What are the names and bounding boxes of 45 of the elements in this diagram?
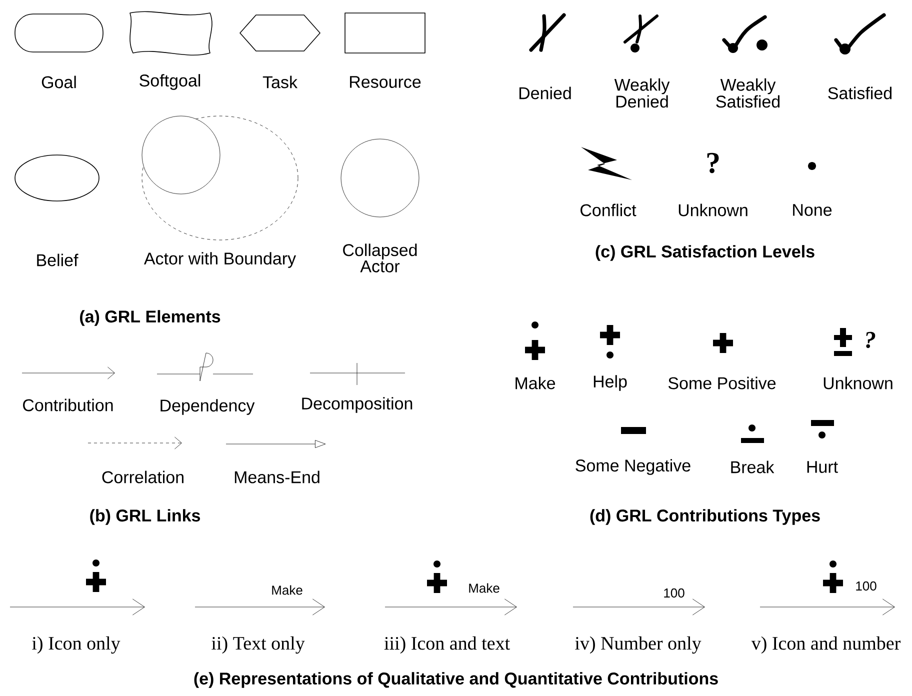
arrow-label: 100: [856, 581, 876, 591]
node-label: Softgoal: [140, 74, 200, 90]
example-caption: i) Icon only: [32, 636, 120, 654]
panel-caption: (e) Representations of Qualitative and Quantitative Contributions: [194, 672, 718, 688]
panel-caption: (c) GRL Satisfaction Levels: [596, 245, 814, 261]
level-label: Unknown: [678, 204, 748, 216]
contribution-label: Unknown: [824, 376, 892, 390]
level-label: Satisfied: [828, 86, 892, 100]
example-caption: v) Icon and number: [751, 636, 901, 654]
link-label: Means-End: [234, 470, 320, 484]
question-mark: ?: [866, 332, 876, 348]
node-label: Actor with Boundary: [144, 252, 296, 268]
arrow-label: Make: [469, 583, 500, 593]
example-caption: iii) Icon and text: [384, 636, 510, 654]
actor-with-boundary-drawing: Actor with Boundary: [142, 116, 298, 268]
panel-caption: (a) GRL Elements: [80, 310, 220, 326]
arrow-label: 100: [664, 588, 684, 598]
level-label: Weakly Denied: [614, 78, 670, 108]
contribution-label: Break: [731, 460, 774, 474]
level-label: Denied: [519, 86, 571, 100]
contribution-label: Some Negative: [576, 459, 690, 475]
example-caption: iv) Number only: [575, 636, 702, 654]
arrow-label: Make: [272, 585, 302, 595]
node-label: Task: [262, 76, 298, 88]
node-label: Resource: [350, 76, 421, 88]
panel-caption: (d) GRL Contributions Types: [590, 509, 820, 525]
node-label: Belief: [37, 254, 78, 266]
contribution-label: Help: [594, 375, 627, 391]
node-label: Goal: [42, 76, 76, 88]
link-label: Decomposition: [302, 397, 412, 413]
contribution-label: Some Positive: [668, 376, 776, 390]
level-label: Conflict: [580, 204, 636, 216]
contribution-label: Hurt: [807, 461, 838, 473]
contribution-label: Make: [516, 376, 556, 390]
resource-rectangle: Resource: [344, 12, 426, 88]
link-label: Contribution: [23, 398, 113, 412]
link-label: Correlation: [102, 470, 184, 484]
example-caption: ii) Text only: [212, 636, 305, 654]
link-label: Dependency: [160, 399, 255, 415]
level-label: Weakly Satisfied: [716, 78, 780, 108]
panel-caption: (b) GRL Links: [90, 509, 200, 525]
level-label: None: [793, 204, 832, 216]
task-hexagon: Task: [240, 14, 320, 88]
question-mark: ?: [707, 152, 719, 174]
node-label: Collapsed Actor: [343, 244, 417, 272]
